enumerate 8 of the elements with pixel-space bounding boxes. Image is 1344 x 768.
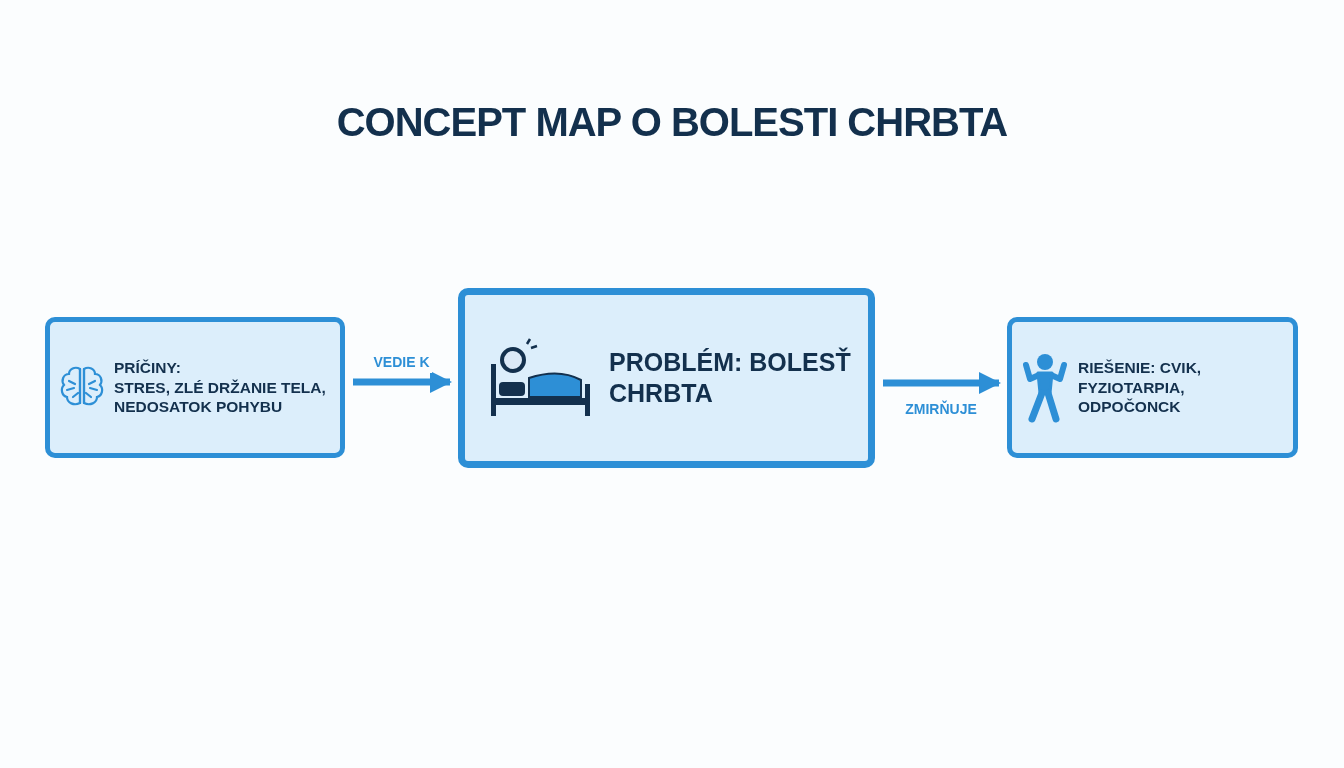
concept-box [458, 288, 875, 468]
box-heading: PRÍČINY: [114, 358, 182, 378]
box-text: PROBLÉM: BOLESŤ CHRBTA [609, 346, 852, 409]
title: CONCEPT MAP O BOLESTI CHRBTA [336, 99, 1008, 146]
box-text: RIEŠENIE: CVIK, FYZIOTARPIA, ODPOČONCK [1078, 358, 1203, 417]
concept-box [45, 317, 345, 458]
box-text: STRES, ZLÉ DRŽANIE TELA, NEDOSATOK POHYBU [114, 377, 327, 417]
concept-box [1007, 317, 1298, 458]
